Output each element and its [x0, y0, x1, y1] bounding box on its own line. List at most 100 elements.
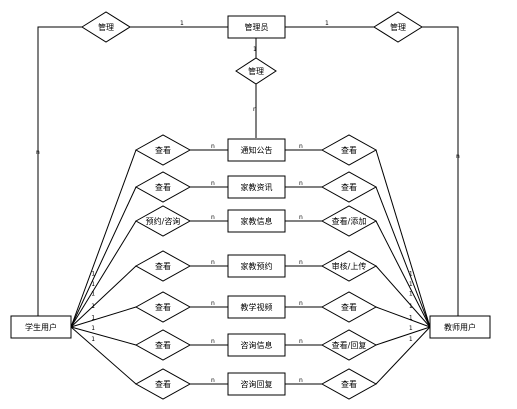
line-teacher-relation — [375, 265, 431, 328]
relation-manage-right-label: 管理 — [390, 22, 406, 32]
relation-diamond-right — [320, 368, 378, 400]
relation-diamond-left — [134, 134, 192, 166]
relation-left-label: 查看 — [155, 302, 171, 312]
relation-diamond-right — [320, 171, 378, 203]
relation-diamond-left — [134, 368, 192, 400]
line-student-relation — [70, 220, 137, 328]
entity-box — [227, 372, 286, 396]
entity-teacher: 教师用户 — [429, 315, 491, 339]
top-cardinalities: 1 1 1 n n n — [36, 20, 460, 160]
relation-diamond-left — [134, 250, 192, 282]
entity-label: 家教资讯 — [241, 182, 273, 192]
entity-student: 学生用户 — [10, 315, 72, 339]
card-left-entity: n — [211, 214, 215, 221]
line-student-admin — [37, 26, 228, 320]
relation-right-label: 查看 — [341, 379, 357, 389]
relation-manage-center-label: 管理 — [248, 66, 264, 76]
relation-right-label: 审核/上传 — [332, 261, 367, 271]
card-left-entity: n — [211, 259, 215, 266]
line-teacher-relation — [375, 149, 431, 328]
card-teacher-relation: 1 — [409, 303, 413, 310]
relation-right-label: 查看/添加 — [332, 216, 367, 226]
card-student-relation: 1 — [91, 325, 95, 332]
relation-right-label: 查看 — [341, 145, 357, 155]
entity-label: 教学视频 — [241, 302, 273, 312]
card-student-relation: 1 — [91, 314, 95, 321]
card-teacher-relation: 1 — [409, 314, 413, 321]
relation-diamond-right — [320, 291, 378, 323]
relation-diamond-left — [134, 291, 192, 323]
entity-teacher-label: 教师用户 — [444, 322, 476, 332]
relation-manage-left: 管理 — [81, 11, 131, 43]
card-right-entity: n — [299, 377, 303, 384]
line-teacher-relation — [375, 186, 431, 328]
relation-left-label: 查看 — [155, 182, 171, 192]
card-right-entity: n — [299, 214, 303, 221]
card-teacher-relation: 1 — [409, 325, 413, 332]
relation-diamond-right — [320, 205, 378, 237]
card-teacher-relation: 1 — [409, 290, 413, 297]
card-right-admin: 1 — [325, 20, 329, 27]
card-student-side: n — [36, 149, 40, 156]
card-left-entity: n — [211, 338, 215, 345]
relation-left-label: 查看 — [155, 145, 171, 155]
card-left-entity: n — [211, 377, 215, 384]
entity-label: 咨询回复 — [241, 379, 273, 389]
line-student-relation — [70, 186, 137, 328]
line-teacher-relation — [375, 220, 431, 328]
relation-diamond-right — [320, 134, 378, 166]
relation-right-label: 查看 — [341, 302, 357, 312]
line-student-relation — [70, 149, 137, 328]
line-teacher-relation — [375, 326, 431, 385]
entity-box — [227, 138, 286, 162]
relation-manage-center: 管理 — [235, 57, 277, 85]
relation-manage-left-label: 管理 — [98, 22, 114, 32]
entity-box — [227, 333, 286, 357]
line-teacher-relation — [375, 326, 431, 346]
card-teacher-relation: 1 — [409, 336, 413, 343]
line-student-relation — [70, 326, 137, 385]
relation-manage-right: 管理 — [373, 11, 423, 43]
card-student-relation: 1 — [91, 281, 95, 288]
entity-box — [227, 175, 286, 199]
relation-diamond-left — [134, 205, 192, 237]
relation-left-label: 查看 — [155, 261, 171, 271]
card-student-relation: 1 — [91, 303, 95, 310]
entity-box — [227, 295, 286, 319]
line-admin-teacher — [285, 26, 459, 320]
line-student-relation — [70, 326, 137, 346]
card-left-admin: 1 — [180, 20, 184, 27]
line-student-relation — [70, 265, 137, 328]
card-left-entity: n — [211, 300, 215, 307]
card-left-entity: n — [211, 180, 215, 187]
card-student-relation: 1 — [91, 290, 95, 297]
card-left-entity: n — [211, 143, 215, 150]
card-right-entity: n — [299, 338, 303, 345]
card-right-entity: n — [299, 180, 303, 187]
card-right-entity: n — [299, 143, 303, 150]
relation-diamond-right — [320, 250, 378, 282]
card-student-relation: 1 — [91, 336, 95, 343]
card-right-entity: n — [299, 259, 303, 266]
entity-label: 通知公告 — [241, 145, 273, 155]
relation-diamond-left — [134, 171, 192, 203]
relation-right-label: 查看 — [341, 182, 357, 192]
top-connectors — [37, 26, 459, 320]
card-teacher-relation: 1 — [409, 281, 413, 288]
relation-right-label: 查看/回复 — [332, 340, 367, 350]
card-center-notice: n — [253, 106, 257, 113]
card-teacher-side: n — [456, 153, 460, 160]
relation-diamond-left — [134, 329, 192, 361]
entity-admin-label: 管理员 — [245, 22, 269, 32]
line-teacher-relation — [375, 306, 431, 328]
entity-admin: 管理员 — [227, 15, 286, 39]
card-teacher-relation: 1 — [409, 270, 413, 277]
